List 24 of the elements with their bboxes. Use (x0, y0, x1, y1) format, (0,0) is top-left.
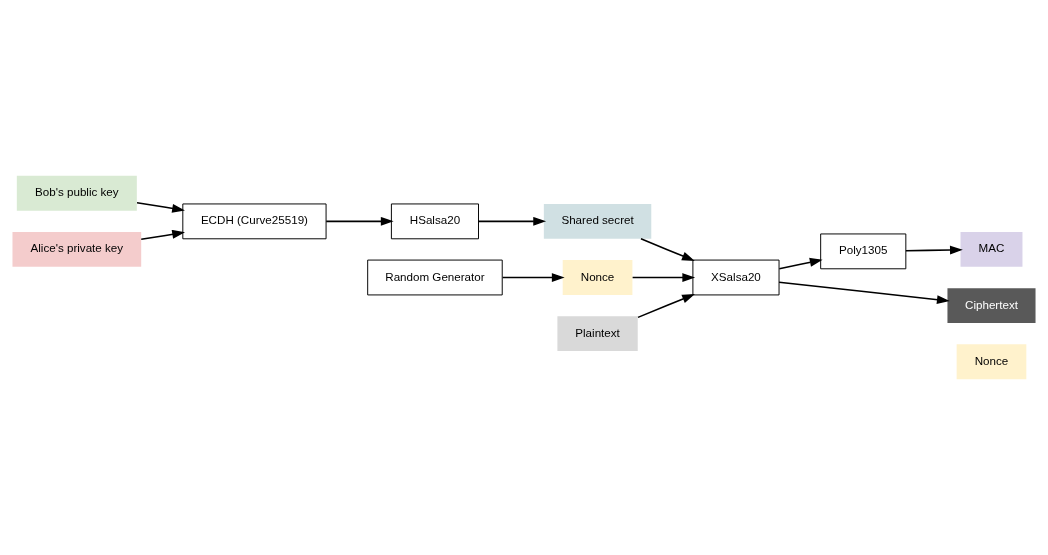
node-box: Plaintext (557, 316, 638, 352)
node-box: Alice's private key (12, 232, 142, 267)
arrow (637, 293, 695, 319)
node-box: Poly1305 (820, 233, 907, 270)
arrow (640, 238, 695, 261)
arrow (778, 257, 823, 270)
node-box: Nonce (956, 344, 1027, 380)
node-box: ECDH (Curve25519) (182, 203, 327, 240)
arrow (631, 273, 696, 282)
arrow (325, 216, 394, 226)
arrow (136, 202, 185, 213)
node-box: Shared secret (543, 203, 652, 239)
node-box: Ciphertext (947, 288, 1036, 323)
node-box: MAC (960, 232, 1023, 267)
arrow (905, 245, 963, 255)
node-box: HSalsa20 (390, 203, 479, 240)
node-box: XSalsa20 (692, 259, 780, 296)
node-box: Random Generator (367, 259, 503, 296)
arrow (140, 229, 185, 241)
node-box: Bob's public key (16, 175, 137, 211)
arrow (477, 216, 547, 226)
arrow (501, 273, 565, 282)
arrow (778, 281, 950, 305)
node-box: Nonce (562, 260, 633, 295)
